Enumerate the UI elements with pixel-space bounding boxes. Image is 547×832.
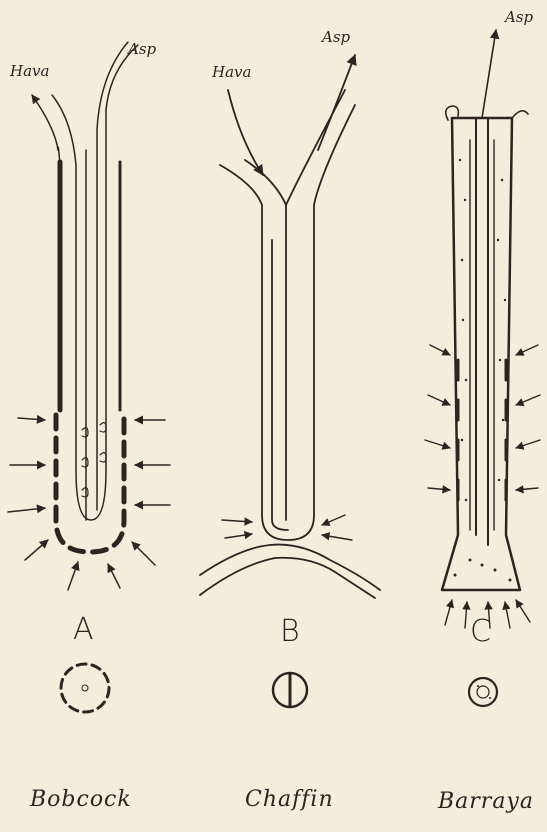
diagram-a-pipe bbox=[32, 42, 138, 552]
diagram-c-pipe bbox=[442, 30, 528, 590]
diagram-c-cross-section bbox=[469, 678, 497, 706]
diagram-b-outlet-label: Asp bbox=[322, 28, 350, 46]
diagram-a-inflow-arrows bbox=[8, 418, 170, 590]
diagram-b-letter: B bbox=[280, 614, 300, 649]
diagram-b-pipe bbox=[200, 55, 380, 598]
diagram-a-inlet-label: Hava bbox=[10, 62, 49, 80]
diagram-c-outlet-label: Asp bbox=[505, 8, 533, 26]
diagram-b-name: Chaffin bbox=[245, 787, 334, 812]
diagram-a-outlet-label: Asp bbox=[128, 40, 156, 58]
diagram-c-name: Barraya bbox=[438, 789, 534, 814]
diagram-a-letter: A bbox=[73, 612, 94, 647]
diagram-c-letter: C bbox=[470, 614, 491, 649]
diagram-b-inlet-label: Hava bbox=[212, 63, 251, 81]
diagram-b-cross-section bbox=[273, 673, 307, 707]
diagram-a-cross-section bbox=[61, 664, 109, 712]
diagram-b-inflow-arrows bbox=[222, 515, 352, 540]
diagram-a-name: Bobcock bbox=[30, 787, 132, 812]
